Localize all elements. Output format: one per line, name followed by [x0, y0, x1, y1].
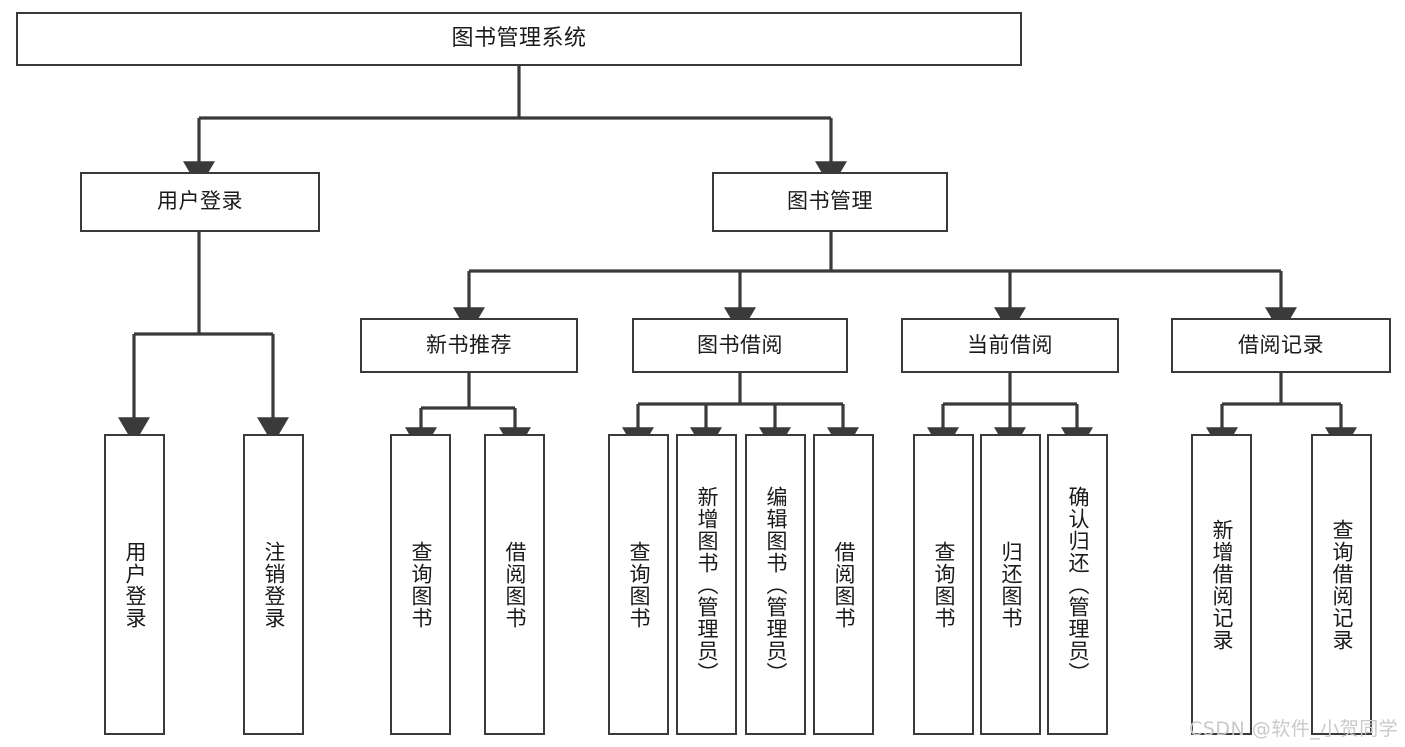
- node-label: 确认归还（管理员）: [1065, 485, 1090, 684]
- node-leaf-return-book[interactable]: 归还图书: [980, 434, 1041, 735]
- node-label: 查询图书: [626, 540, 651, 629]
- node-label: 编辑图书（管理员）: [763, 485, 788, 684]
- node-label: 借阅图书: [831, 540, 856, 629]
- node-label: 用户登录: [122, 540, 147, 629]
- node-leaf-user-logout[interactable]: 注销登录: [243, 434, 304, 735]
- node-label: 查询图书: [408, 540, 433, 629]
- node-label: 查询图书: [931, 540, 956, 629]
- node-leaf-query-book-2[interactable]: 查询图书: [608, 434, 669, 735]
- node-book-manage[interactable]: 图书管理: [712, 172, 948, 232]
- node-leaf-add-record[interactable]: 新增借阅记录: [1191, 434, 1252, 735]
- node-label: 新增借阅记录: [1209, 518, 1234, 651]
- node-leaf-query-record[interactable]: 查询借阅记录: [1311, 434, 1372, 735]
- node-leaf-query-book-1[interactable]: 查询图书: [390, 434, 451, 735]
- node-new-book-rec[interactable]: 新书推荐: [360, 318, 578, 373]
- node-leaf-query-book-3[interactable]: 查询图书: [913, 434, 974, 735]
- node-borrow-record[interactable]: 借阅记录: [1171, 318, 1391, 373]
- node-label: 借阅图书: [502, 540, 527, 629]
- node-label: 新增图书（管理员）: [694, 485, 719, 684]
- node-label: 查询借阅记录: [1329, 518, 1354, 651]
- node-book-borrow[interactable]: 图书借阅: [632, 318, 848, 373]
- node-current-borrow[interactable]: 当前借阅: [901, 318, 1119, 373]
- node-label: 归还图书: [998, 540, 1023, 629]
- node-root[interactable]: 图书管理系统: [16, 12, 1022, 66]
- node-leaf-confirm-return[interactable]: 确认归还（管理员）: [1047, 434, 1108, 735]
- node-label: 注销登录: [261, 540, 286, 629]
- node-leaf-borrow-book-1[interactable]: 借阅图书: [484, 434, 545, 735]
- node-leaf-user-login[interactable]: 用户登录: [104, 434, 165, 735]
- node-leaf-borrow-book-2[interactable]: 借阅图书: [813, 434, 874, 735]
- node-leaf-add-book[interactable]: 新增图书（管理员）: [676, 434, 737, 735]
- node-leaf-edit-book[interactable]: 编辑图书（管理员）: [745, 434, 806, 735]
- node-user-login[interactable]: 用户登录: [80, 172, 320, 232]
